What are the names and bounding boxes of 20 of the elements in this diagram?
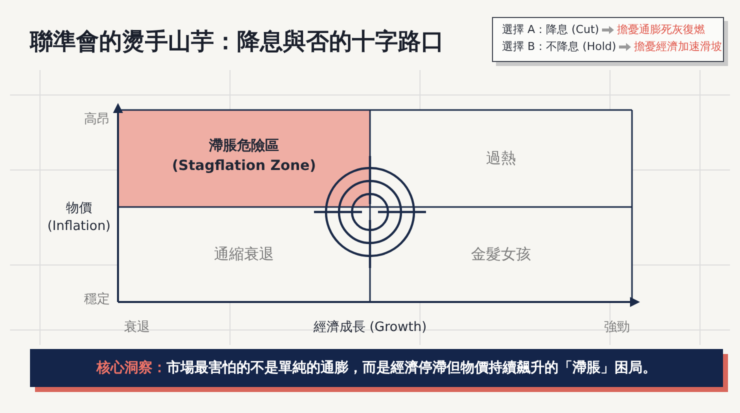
option-text: 選擇 A：降息 (Cut) [502, 22, 600, 37]
quadrant-label: 通縮衰退 [214, 245, 274, 264]
insight-heading: 核心洞察： [96, 359, 166, 377]
axis-title: 物價 (Inflation) [46, 200, 112, 236]
insight-text: 市場最害怕的不是單純的通膨，而是經濟停滯但物價持續飆升的「滯脹」困局。 [166, 359, 656, 377]
danger-zone-quadrant [118, 110, 370, 207]
quadrant-label: 金髮女孩 [471, 245, 531, 264]
zone-label: 滯脹危險區 [209, 136, 279, 156]
axis-title: 經濟成長 (Growth) [313, 320, 427, 335]
consequence-text: 擔憂通膨死灰復燃 [617, 22, 706, 37]
consequence-text: 擔憂經濟加速滑坡 [634, 39, 722, 54]
option-text: 選擇 B：不降息 (Hold) [502, 39, 616, 54]
quadrant-label: 過熱 [486, 149, 516, 168]
insight-banner [30, 349, 723, 387]
axis-tick-label: 高昂 [84, 112, 110, 127]
title: 聯準會的燙手山芋：降息與否的十字路口 [30, 29, 444, 55]
axis-tick-label: 強勁 [604, 320, 630, 335]
axis-tick-label: 穩定 [84, 292, 110, 307]
axis-tick-label: 衰退 [124, 320, 150, 335]
zone-label: (Stagflation Zone) [172, 156, 316, 176]
